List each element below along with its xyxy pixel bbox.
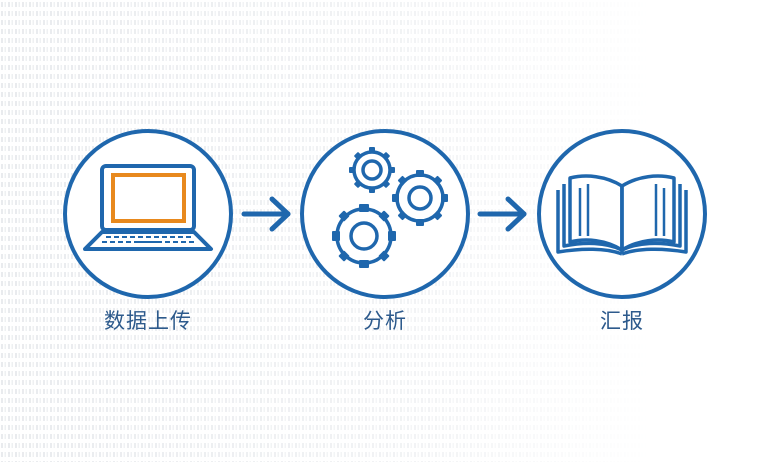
step-upload-node <box>62 128 234 300</box>
step-analysis-node <box>299 128 471 300</box>
arrow-right-icon <box>476 192 532 236</box>
laptop-icon <box>63 129 233 299</box>
step-report-node <box>536 128 708 300</box>
step-label-report: 汇报 <box>600 309 644 333</box>
step-label-analysis: 分析 <box>363 309 407 333</box>
arrow-right-icon <box>240 192 296 236</box>
step-label-upload: 数据上传 <box>104 309 192 333</box>
open-book-icon <box>537 129 707 299</box>
gears-icon <box>300 129 470 299</box>
